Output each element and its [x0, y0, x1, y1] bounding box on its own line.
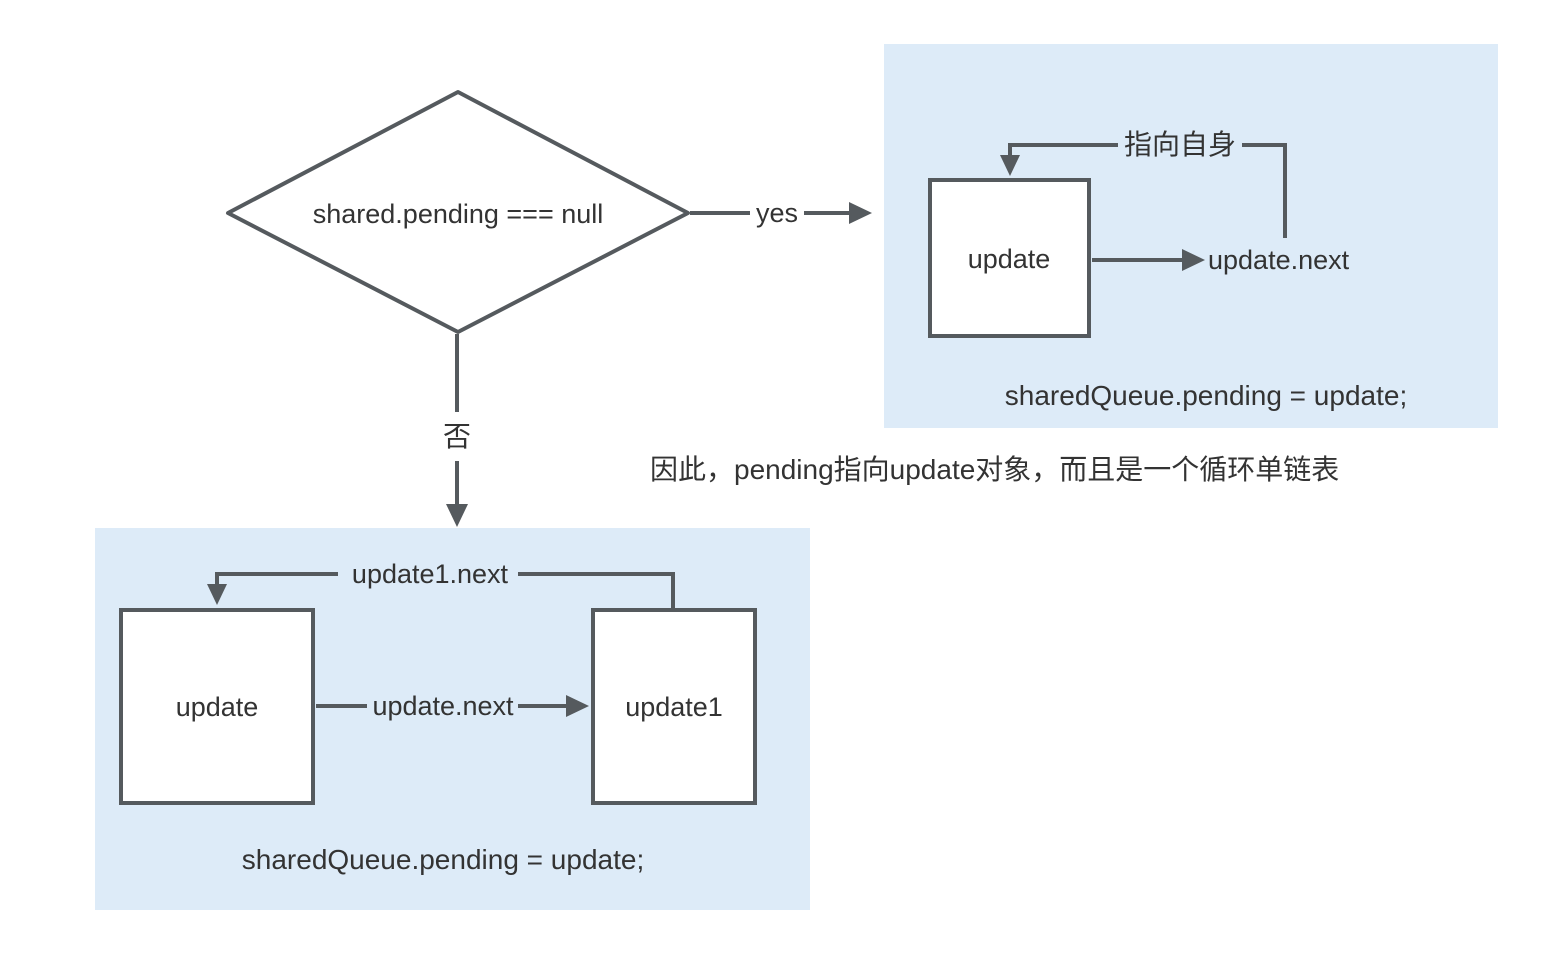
no-panel-caption: sharedQueue.pending = update; — [241, 844, 645, 876]
update-box-label-no: update — [175, 691, 259, 722]
update1-next-label: update1.next — [351, 558, 509, 589]
yes-edge-label: yes — [755, 197, 799, 228]
update-node-box-yes — [928, 178, 1091, 338]
update-box-label-yes: update — [967, 243, 1051, 274]
update1-box-label: update1 — [625, 691, 723, 722]
self-pointer-label: 指向自身 — [1123, 129, 1237, 161]
update-next-label-no: update.next — [372, 690, 514, 721]
update-next-label-yes: update.next — [1208, 244, 1350, 275]
update1-node-box — [591, 608, 757, 805]
yes-panel-caption: sharedQueue.pending = update; — [1004, 380, 1408, 412]
update-node-box-no — [119, 608, 315, 805]
conclusion-note: 因此，pending指向update对象，而且是一个循环单链表 — [650, 454, 1340, 486]
no-edge-label: 否 — [442, 421, 472, 453]
decision-label: shared.pending === null — [312, 198, 604, 229]
